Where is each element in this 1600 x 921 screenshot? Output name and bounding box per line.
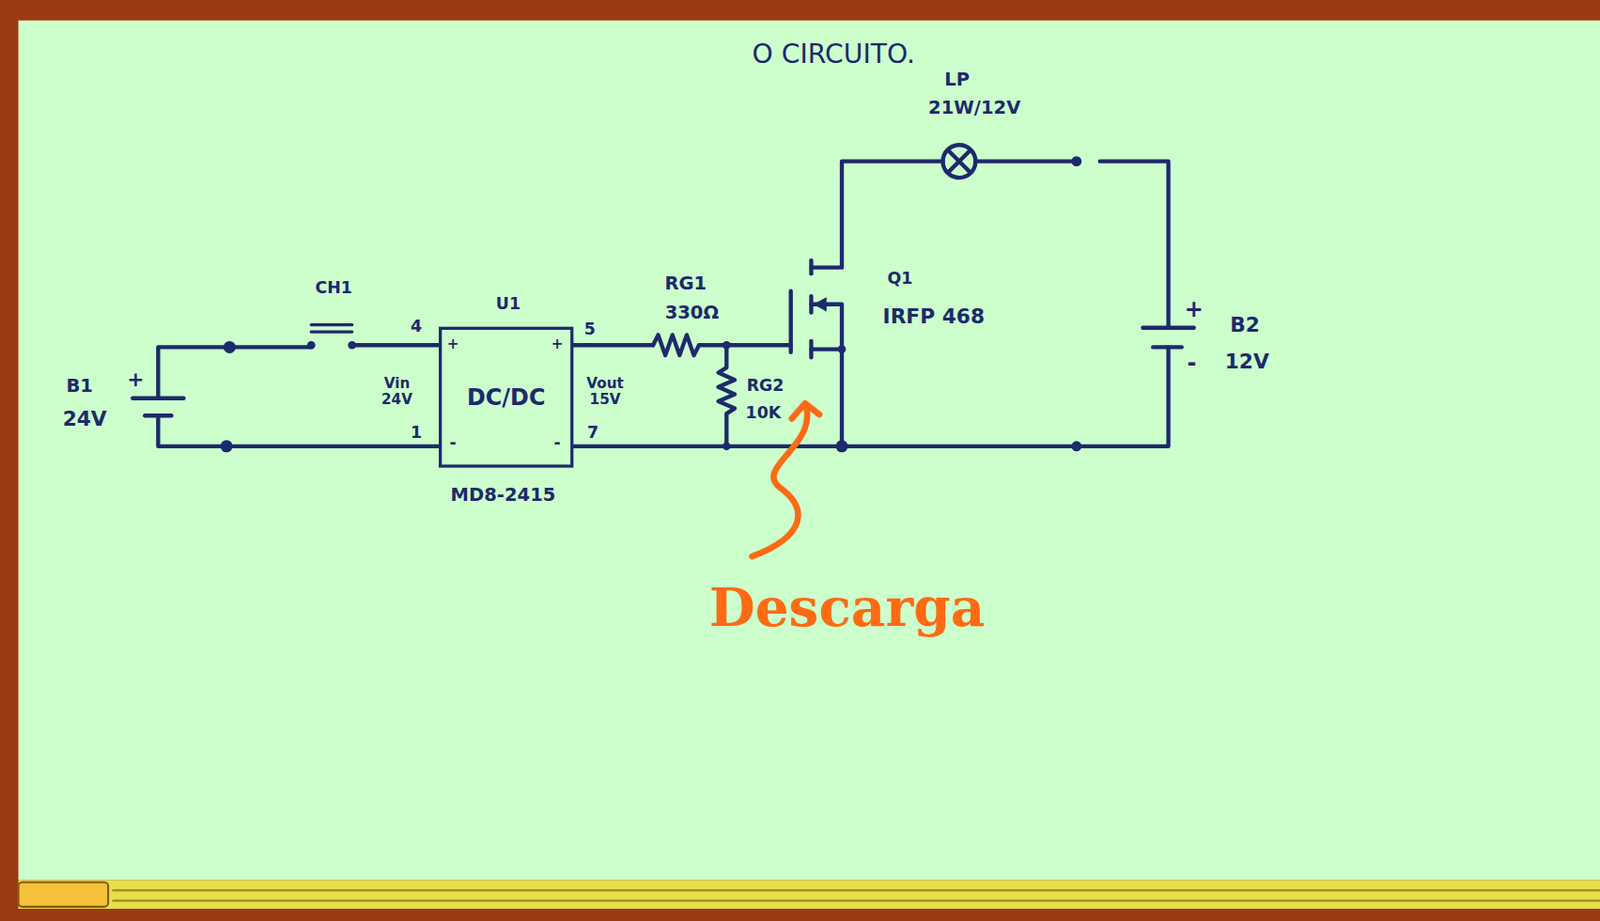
resistor-value: 10K xyxy=(745,404,782,422)
pin-number: 1 xyxy=(410,424,422,442)
lamp-rating: 21W/12V xyxy=(928,98,1021,119)
battery-polarity: - xyxy=(1187,350,1197,374)
resistor-name: RG2 xyxy=(746,377,785,395)
pin-polarity: + xyxy=(447,336,460,352)
callout-note: Descarga xyxy=(709,579,986,636)
part-number: MD8-2415 xyxy=(450,485,557,506)
input-voltage: Vin 24V xyxy=(375,375,420,406)
battery-voltage: 12V xyxy=(1225,350,1270,373)
part-name: U1 xyxy=(496,295,521,313)
pin-polarity: - xyxy=(553,434,560,451)
pin-number: 5 xyxy=(584,321,596,339)
battery-voltage: 24V xyxy=(62,407,108,430)
battery-name: B2 xyxy=(1229,313,1260,336)
pin-polarity: + xyxy=(551,336,564,352)
transistor-name: Q1 xyxy=(887,269,914,287)
box-text: DC/DC xyxy=(466,384,545,410)
title: O CIRCUITO. xyxy=(752,40,916,69)
transistor-part: IRFP 468 xyxy=(883,305,985,327)
pin-number: 4 xyxy=(410,318,422,336)
pin-polarity: - xyxy=(450,434,457,451)
resistor-name: RG1 xyxy=(665,274,708,295)
battery-polarity: + xyxy=(1184,297,1204,322)
battery-name: B1 xyxy=(65,375,94,396)
output-voltage: Vout 15V xyxy=(580,375,630,406)
battery-polarity: + xyxy=(126,369,144,391)
switch-name: CH1 xyxy=(314,279,352,297)
lamp-name: LP xyxy=(944,69,970,90)
resistor-value: 330Ω xyxy=(665,302,719,323)
pin-number: 7 xyxy=(587,424,599,442)
